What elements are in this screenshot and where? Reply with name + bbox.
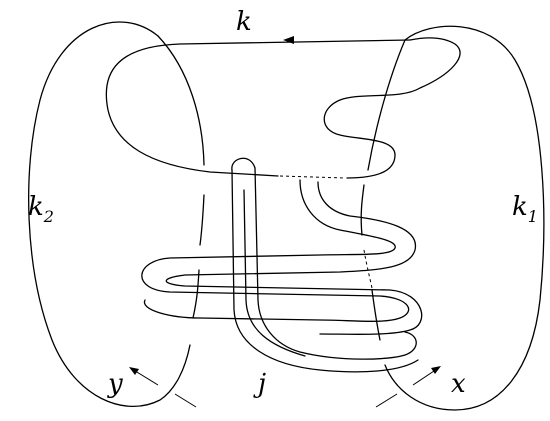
- component-k: [105, 37, 461, 335]
- label-y: y: [107, 369, 123, 399]
- arrowhead-k: [283, 36, 294, 44]
- component-j: [231, 157, 419, 373]
- pointer-x: [375, 366, 441, 408]
- label-k2: k2: [28, 192, 54, 226]
- pointer-y: [129, 367, 197, 408]
- label-x: x: [451, 369, 466, 399]
- component-k1: [360, 25, 545, 411]
- label-j: j: [253, 369, 266, 399]
- label-k1: k1: [512, 192, 538, 226]
- component-k2: [28, 21, 205, 408]
- label-k: k: [236, 7, 252, 37]
